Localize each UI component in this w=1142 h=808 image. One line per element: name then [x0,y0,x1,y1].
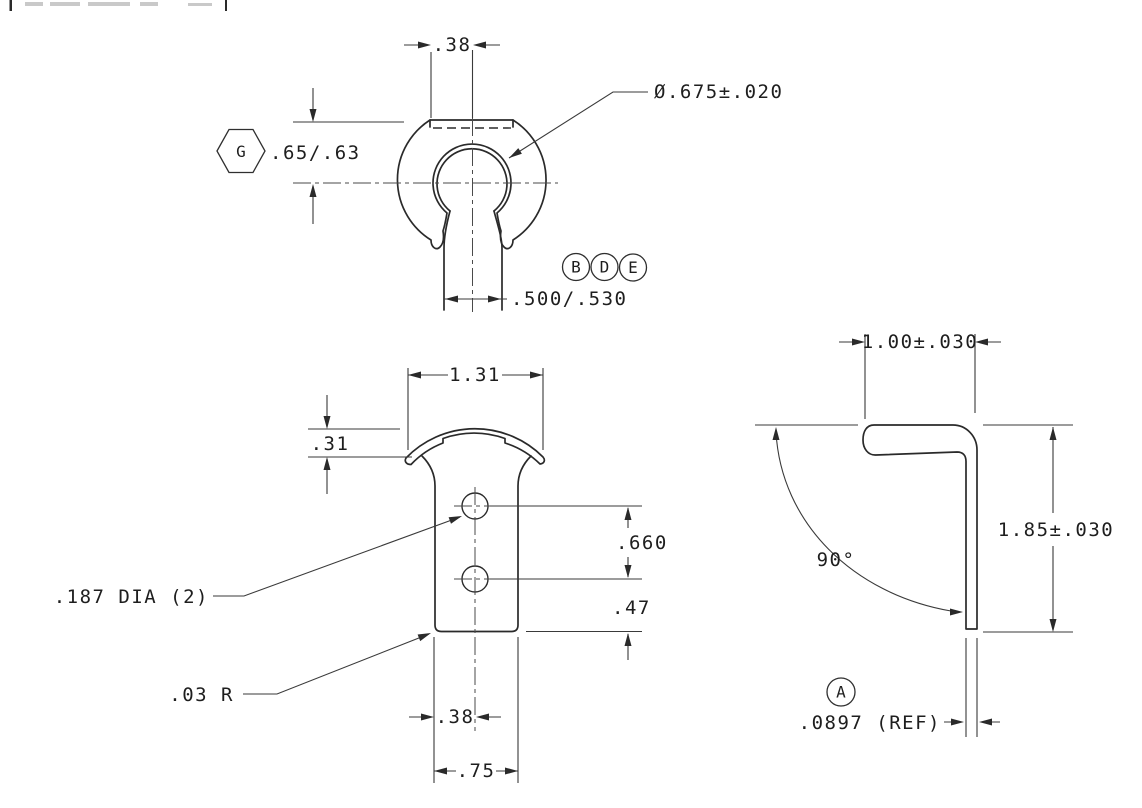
dim-slot-width: .500/.530 [444,288,627,310]
arrowhead [624,565,632,578]
datum-flag-a: A [826,677,856,707]
arrowhead [772,427,780,440]
corner-radius-text: .03 R [169,684,234,706]
arrowhead [309,109,317,122]
front-view: 1.31 .31 .660 .47 [54,364,668,783]
dim-clamp-height: G .65/.63 [216,88,404,224]
arrowhead [417,633,431,642]
arrowhead [323,457,331,470]
arrowhead [476,713,489,721]
bracket-crown-profile [404,427,546,466]
hole-diameter-text: .187 DIA (2) [54,586,209,608]
dim-flat-width: .38 [404,34,500,118]
dim-slot-width-text: .500/.530 [511,288,627,310]
dim-hole-to-base: .47 [526,597,651,660]
arrowhead [951,718,964,726]
datum-a-label: A [836,683,846,702]
arrowhead [488,295,501,303]
dim-overall-height: 1.85±.030 [983,424,1114,633]
dim-bend-angle: 90° [755,424,963,616]
arrowhead [421,713,434,721]
clamp-stem-left [443,210,451,311]
dim-hole-offset-text: .38 [436,706,475,728]
clamp-body-profile [396,119,547,250]
arrowhead [852,338,865,346]
dim-bend-angle-text: 90° [817,549,856,571]
arrowhead [530,371,543,379]
hole-diameter-callout: .187 DIA (2) [54,516,462,608]
clipped-header-fragment [9,0,227,11]
dim-thickness-ref-text: .0897 (REF) [799,712,941,734]
arrowhead [323,416,331,429]
datum-b-label: B [571,258,581,277]
dim-flange-length-text: 1.00±.030 [862,331,978,353]
dim-crown-height-text: .31 [311,433,350,455]
dim-thickness-ref: .0897 (REF) [799,712,1000,734]
arrowhead [1049,619,1057,632]
top-view: .38 G .65/.63 Ø.675±.020 .500/.530 [216,34,783,312]
arrowhead [950,608,963,616]
bore-diameter-text: Ø.675±.020 [654,81,783,103]
dim-flat-width-text: .38 [433,34,472,56]
datum-d-label: D [600,258,610,277]
arrowhead [505,767,518,775]
datum-a-circle [826,677,856,707]
dim-hole-offset: .38 [409,637,501,783]
datum-e-label: E [628,258,638,277]
dim-clamp-height-text: .65/.63 [270,142,361,164]
bracket-body-profile [421,455,532,633]
datum-b-circle [561,252,591,282]
dim-hole-spacing-text: .660 [616,532,668,554]
dim-hole-spacing: .660 [490,505,668,580]
arrowhead [448,516,462,524]
bore-diameter-callout: Ø.675±.020 [508,81,783,159]
arrowhead [434,767,447,775]
arrowhead [1049,427,1057,440]
corner-radius-callout: .03 R [169,633,431,706]
arrowhead [418,41,431,49]
side-view: 1.00±.030 1.85±.030 90° A .0 [755,331,1114,737]
dim-base-width-text: .75 [457,760,496,782]
arrowhead [975,338,988,346]
arrowhead [473,41,486,49]
thickness-extension-lines [965,638,978,737]
dim-top-width: 1.31 [407,364,544,450]
dim-overall-height-text: 1.85±.030 [998,519,1114,541]
arrowhead [979,718,992,726]
datum-flags-bde: B D E [561,252,648,282]
arrowhead [624,507,632,520]
datum-g-hexagon [216,128,266,174]
datum-g-label: G [236,142,246,161]
clamp-stem-right [493,210,503,311]
dim-hole-to-base-text: .47 [612,597,651,619]
dim-top-width-text: 1.31 [449,364,501,386]
datum-d-circle [590,252,619,282]
arrowhead [445,295,458,303]
arrowhead [408,371,421,379]
side-profile [862,424,978,630]
dim-flange-length: 1.00±.030 [839,331,1001,419]
arrowhead [624,633,632,646]
dim-crown-height: .31 [308,395,412,494]
datum-e-circle [618,253,648,282]
clamp-outer-profile [429,119,514,128]
arrowhead [309,184,317,197]
dim-base-width: .75 [434,637,519,783]
arrowhead [509,148,522,158]
